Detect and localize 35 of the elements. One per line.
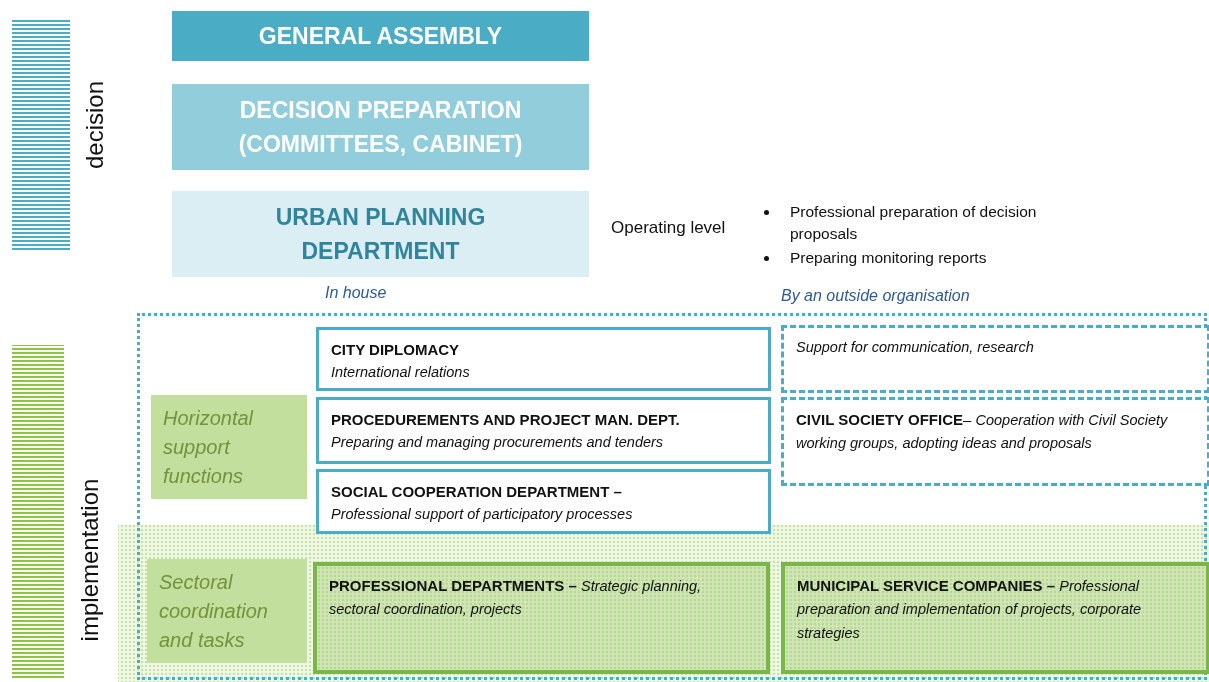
category-label: Sectoral coordination and tasks — [159, 569, 269, 653]
section-label: decision — [81, 80, 110, 170]
box-description: Preparing and managing procurements and tenders — [331, 433, 665, 453]
organisation-box — [781, 325, 1209, 393]
department-box — [316, 397, 771, 464]
department-box — [313, 562, 770, 674]
bullet-item: Preparing monitoring reports — [790, 248, 988, 268]
category-box — [151, 395, 307, 499]
level-box — [172, 11, 589, 61]
department-box — [316, 327, 771, 391]
column-heading: In house — [325, 284, 388, 302]
level-label: URBAN PLANNING DEPARTMENT — [274, 202, 487, 266]
level-box — [172, 84, 589, 170]
box-text: CIVIL SOCIETY OFFICE– Cooperation with Civil Society working groups, adopting ideas and proposals — [796, 410, 1169, 454]
box-text: PROFESSIONAL DEPARTMENTS – Strategic planning, sectoral coordination, projects — [329, 576, 703, 620]
organisation-box — [781, 562, 1209, 674]
box-title: SOCIAL COOPERATION DEPARTMENT – — [331, 482, 623, 502]
box-title: PROCEDUREMENTS AND PROJECT MAN. DEPT. — [331, 410, 681, 430]
box-text: Support for communication, research — [796, 338, 1035, 357]
organisation-box — [781, 397, 1209, 486]
dotted-frame — [137, 313, 1207, 680]
category-box — [147, 559, 307, 663]
department-box — [316, 469, 771, 534]
column-heading: By an outside organisation — [781, 287, 971, 305]
box-description: Professional support of participatory processes — [331, 505, 634, 525]
operating-level-label: Operating level — [611, 218, 727, 238]
box-description: International relations — [331, 363, 471, 383]
section-label: implementation — [75, 478, 104, 642]
level-box — [172, 191, 589, 277]
box-text: MUNICIPAL SERVICE COMPANIES – Professional preparation and implementation of projects, corporate strategies — [797, 576, 1143, 643]
bullet-item: Professional preparation of decision proposals — [790, 202, 1038, 245]
level-label: DECISION PREPARATION (COMMITTEES, CABINET) — [237, 95, 524, 159]
category-label: Horizontal support functions — [163, 405, 255, 489]
box-title: CITY DIPLOMACY — [331, 340, 461, 360]
level-label: GENERAL ASSEMBLY — [258, 21, 503, 51]
